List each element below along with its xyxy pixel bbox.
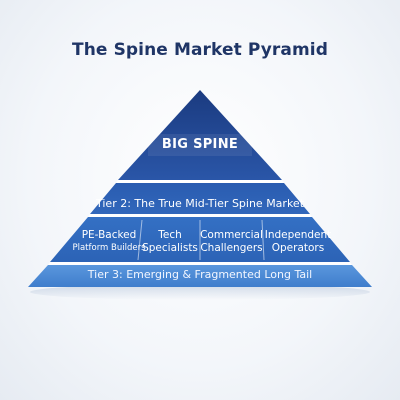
segment-divider-1 [137,219,143,261]
segment-line-2: Operators [271,242,325,254]
tier-apex [118,90,282,180]
apex-label: BIG SPINE [161,137,239,152]
tier-2-band [90,183,310,214]
separator-1 [116,180,284,183]
segment-pe-backed: PE-Backed Platform Builders [72,225,146,259]
segment-line-1: PE-Backed [81,229,137,241]
segment-line-1: Tech [158,229,182,241]
segment-line-1: Independent [264,229,332,241]
segment-line-1: Commercial [200,229,263,241]
apex-highlight [148,134,252,156]
segment-independent: Independent Operators [263,225,333,259]
segment-line-2: Specialists [142,242,198,254]
separator-2 [88,214,312,217]
segment-line-2: Platform Builders [72,243,146,253]
pyramid-shadow [30,284,370,300]
separator-3 [48,262,352,265]
segment-divider-3 [261,219,265,261]
segment-line-2: Challengers [200,242,263,254]
tier-2-label: Tier 2: The True Mid-Tier Spine Market [95,197,305,210]
segment-commercial: Commercial Challengers [200,225,263,259]
tier-3-label: Tier 3: Emerging & Fragmented Long Tail [87,268,313,281]
segment-tech: Tech Specialists [140,225,200,259]
page-title: The Spine Market Pyramid [72,40,328,60]
tier-3-band [28,265,372,287]
